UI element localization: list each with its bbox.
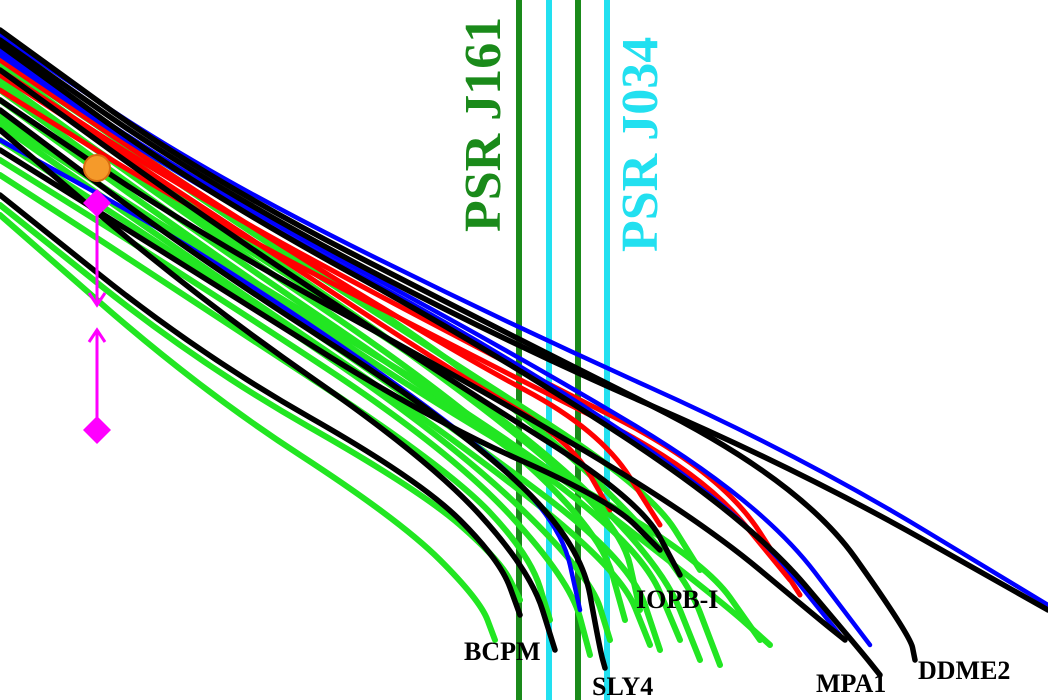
eos-label-iopb: IOPB-I xyxy=(636,585,718,614)
eos-curve-sly4 xyxy=(0,107,608,671)
eos-curve-bl3 xyxy=(0,52,843,638)
eos-label-bcpm: BCPM xyxy=(464,637,541,666)
measurement-marker xyxy=(83,154,111,182)
constraint-arrow-head-2 xyxy=(87,327,107,343)
pulsar-constraint-bands xyxy=(516,0,610,700)
constraint-markers xyxy=(83,154,111,444)
eos-curves xyxy=(0,27,1048,678)
constraint-arrow-head-1 xyxy=(87,292,107,308)
constraint-upper-bound xyxy=(83,189,111,308)
eos-curve-ddme2 xyxy=(0,27,918,663)
psr-label-2: PSR J034 xyxy=(612,37,669,252)
eos-curve-g9 xyxy=(0,157,593,658)
eos-curve-bcpm xyxy=(0,127,558,653)
psr-label-1: PSR J161 xyxy=(455,17,512,232)
eos-label-sly4: SLY4 xyxy=(592,672,653,700)
constraint-lower-bound xyxy=(83,327,111,444)
eos-curve-b1 xyxy=(0,192,523,618)
pulsar-labels: PSR J161 PSR J034 xyxy=(455,17,669,252)
eos-curve-g12 xyxy=(0,212,498,643)
eos-curve-r3 xyxy=(0,87,793,583)
eos-curve-b4 xyxy=(0,147,663,553)
eos-curve-mpa1 xyxy=(0,42,883,678)
eos-labels: BCPM SLY4 IOPB-I MPA1 DDME2 xyxy=(464,585,1010,700)
eos-curve-b3 xyxy=(0,37,1048,613)
eos-curve-r4 xyxy=(0,67,803,598)
eos-curve-g4 xyxy=(0,87,683,643)
eos-curve-r1 xyxy=(0,57,663,528)
eos-curve-iopb xyxy=(0,67,683,578)
eos-label-ddme2: DDME2 xyxy=(918,656,1010,685)
eos-curve-g7 xyxy=(0,122,653,648)
eos-label-mpa1: MPA1 xyxy=(816,669,886,698)
